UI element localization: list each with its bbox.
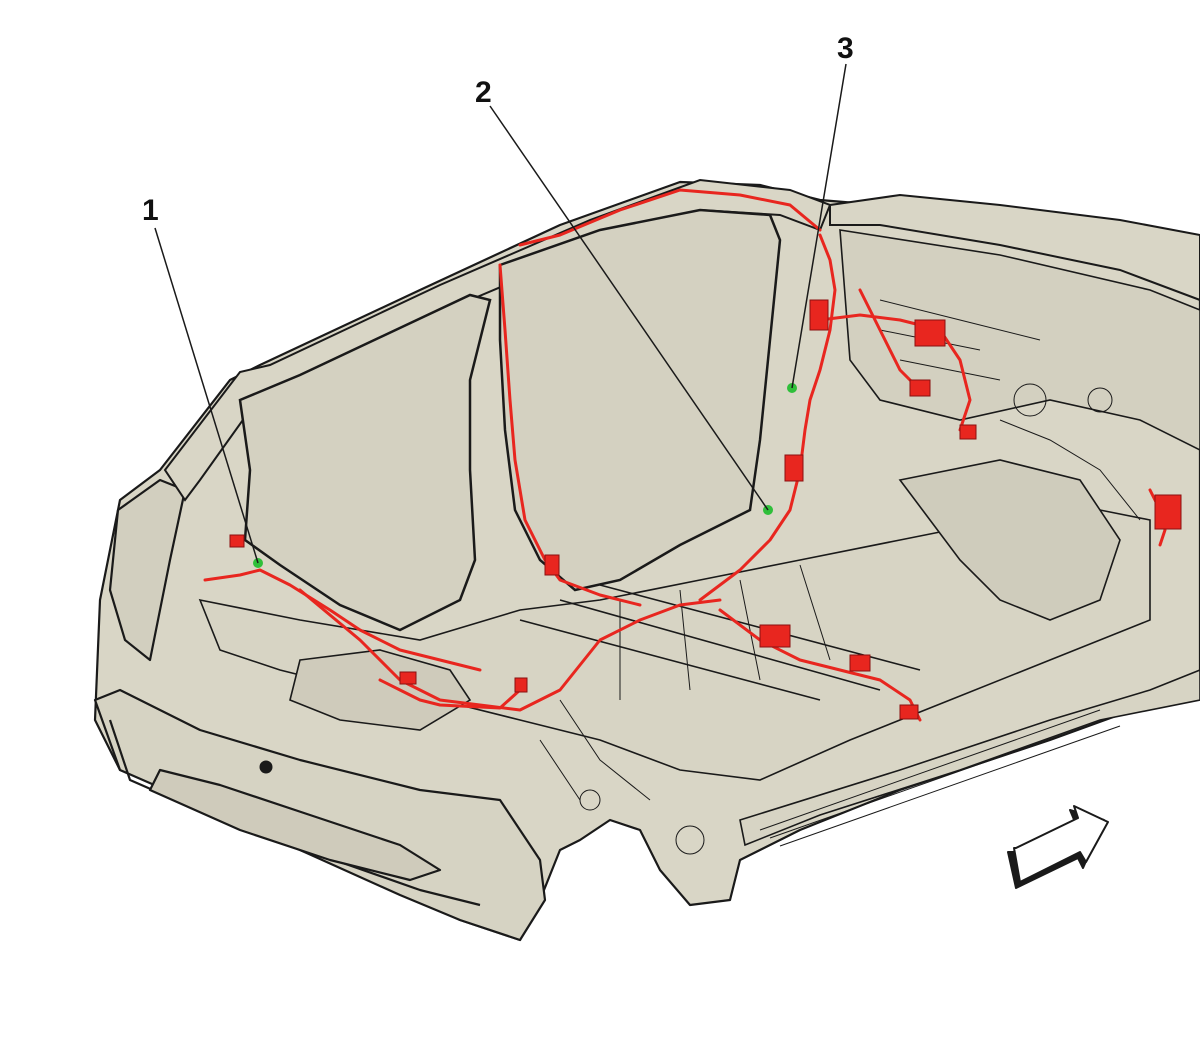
spare-tire-well [289,649,472,731]
connector [909,379,931,397]
leader-lines [154,63,847,564]
bumper-sensor [259,760,273,774]
bumper-recess [148,768,442,882]
arrow-body [1013,805,1109,883]
connector [229,534,245,548]
leader-line-3 [791,63,847,389]
detail-line [619,564,831,700]
connector [849,654,871,672]
detail-hole [1087,387,1113,413]
callout-3: 3 [837,32,854,65]
windows [238,208,782,632]
detail-hole [675,825,705,855]
connector [959,424,977,440]
callout-2: 2 [475,76,492,109]
detail-hole [579,789,601,811]
detail-line [999,419,1141,521]
rear-quarter-window [238,293,492,632]
detail-line [539,699,651,801]
roof-structure [163,178,1200,502]
connector [899,704,919,720]
harness-roof [518,188,822,247]
roof-rail [163,178,832,502]
sill-detail [759,709,1121,847]
connector [399,671,417,685]
front-roof [829,193,1200,302]
callout-1: 1 [142,194,159,227]
connector [1154,494,1182,530]
harness-c-pillar [498,263,642,607]
side-sill [739,669,1200,847]
structure-details [259,299,1141,855]
rear-wheel-arch [898,459,1121,621]
leader-line-2 [489,105,769,511]
connector [784,454,804,482]
connector [514,677,528,693]
connector [809,299,829,331]
harness-rear-left [203,568,482,672]
leader-line-1 [154,227,259,564]
tail-light-left [108,478,187,662]
harness-b-pillar [698,233,837,602]
front-direction-arrow-icon [1007,805,1109,889]
detail-hole [1013,383,1047,417]
connector [914,319,946,347]
harness-rear-floor [298,588,722,712]
connector [544,554,560,576]
harness-connectors [229,299,1182,720]
connector [759,624,791,648]
rear-door-window [498,208,782,592]
